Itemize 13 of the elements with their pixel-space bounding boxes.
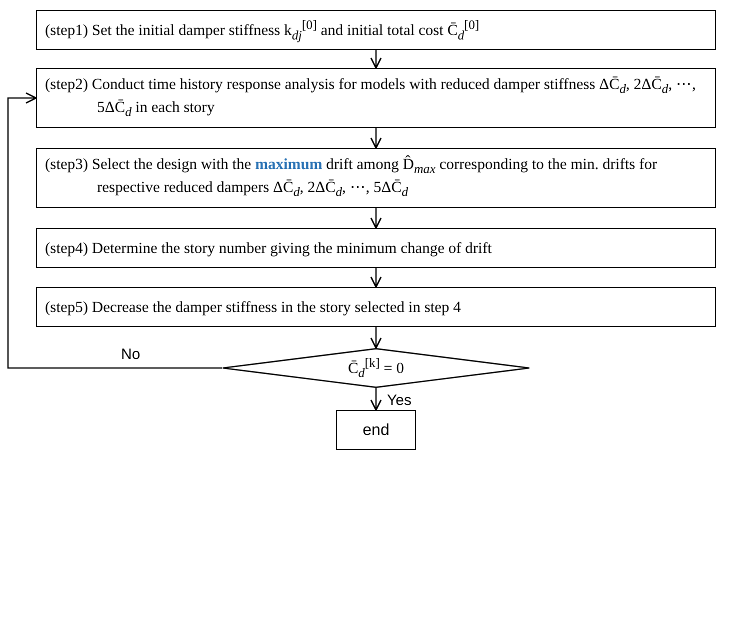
arrow [370,388,382,411]
arrow [370,50,382,69]
condition-text: C̄$_{d}$$^{[k]}$ = 0 [348,354,404,382]
arrow [370,208,382,229]
process-box: (step4) Determine the story number giving the minimum change of drift [36,228,716,268]
terminal-box: end [336,410,416,450]
arrow [370,128,382,149]
process-box: (step2) Conduct time history response analysis for models with reduced damper stiffness ΔC̄$_{d}$, 2ΔC̄$_{d}$, ⋯, 5ΔC̄$_{d}$ in each story [36,68,716,128]
process-box: (step5) Decrease the damper stiffness in the story selected in step 4 [36,287,716,327]
arrow [370,327,382,349]
arrow [7,92,222,369]
process-box: (step3) Select the design with the maximum drift among D̂$_{max}$ corresponding to the min. drifts for respective reduced dampers ΔC̄$_{d}$, 2ΔC̄$_{d}$, ⋯, 5ΔC̄$_{d}$ [36,148,716,208]
arrow [370,268,382,288]
